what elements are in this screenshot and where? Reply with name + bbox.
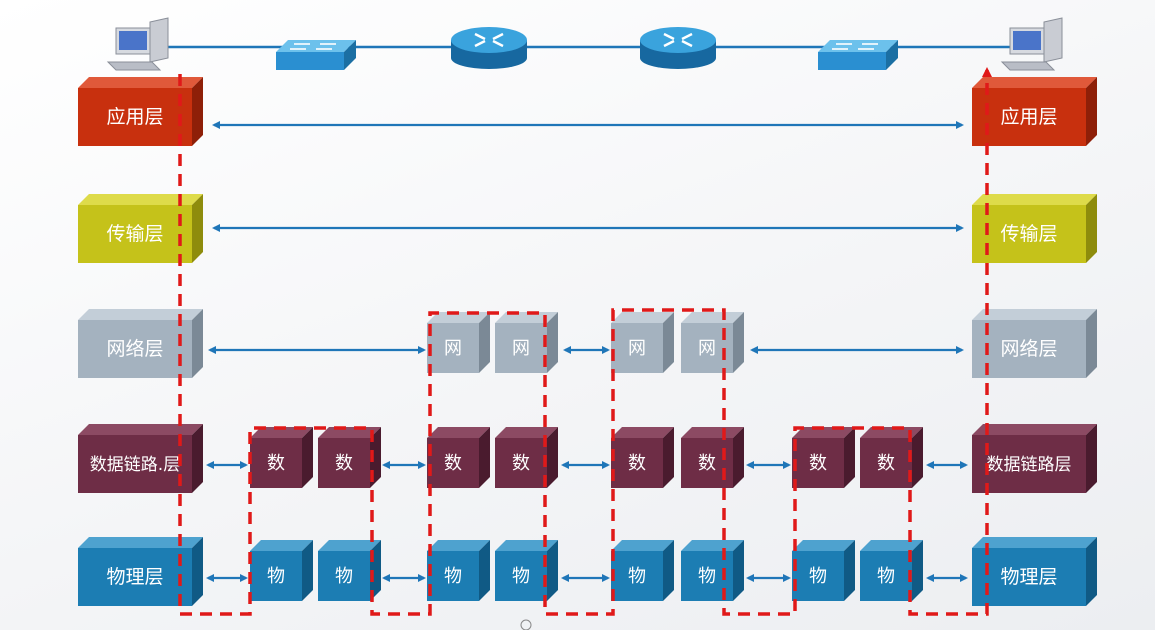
- network-block-3: 网: [427, 312, 490, 373]
- computer-right-icon: [1000, 17, 1063, 71]
- network-block-5: 网: [611, 312, 674, 373]
- switch-2-icon: [818, 40, 898, 70]
- right-app-layer-block-label: 应用层: [1000, 106, 1057, 128]
- data-path-dashed: [178, 67, 992, 616]
- datalink-block-2: 数: [318, 427, 381, 488]
- datalink-block-7-label: 数: [809, 453, 827, 474]
- datalink-block-4-label: 数: [512, 453, 530, 474]
- datalink-block-1-label: 数: [267, 453, 285, 474]
- physical-block-7: 物: [792, 540, 855, 601]
- physical-block-3-label: 物: [444, 566, 462, 587]
- left-physical-layer-block-label: 物理层: [106, 566, 163, 588]
- physical-block-6: 物: [681, 540, 744, 601]
- physical-block-8-label: 物: [877, 566, 895, 587]
- datalink-block-1: 数: [250, 427, 313, 488]
- slide-indicator-dot: [520, 619, 532, 630]
- right-network-layer-block: 网络层: [972, 309, 1097, 378]
- right-datalink-layer-block-label: 数据链路层: [987, 455, 1072, 475]
- left-transport-layer-block: 传输层: [78, 194, 203, 263]
- network-block-6: 网: [681, 312, 744, 373]
- router-2-icon: [640, 27, 716, 69]
- left-network-layer-block-label: 网络层: [106, 338, 163, 360]
- physical-block-3: 物: [427, 540, 490, 601]
- router-1-icon: [451, 27, 527, 69]
- right-network-layer-block-label: 网络层: [1000, 338, 1057, 360]
- data-path-group: [178, 67, 992, 616]
- physical-block-5: 物: [611, 540, 674, 601]
- network-block-5-label: 网: [628, 338, 646, 359]
- physical-block-5-label: 物: [628, 566, 646, 587]
- right-transport-layer-block: 传输层: [972, 194, 1097, 263]
- left-app-layer-block: 应用层: [78, 77, 203, 146]
- network-block-4: 网: [495, 312, 558, 373]
- physical-block-7-label: 物: [809, 566, 827, 587]
- datalink-block-7: 数: [792, 427, 855, 488]
- datalink-block-5-label: 数: [628, 453, 646, 474]
- physical-block-4-label: 物: [512, 566, 530, 587]
- devices-group: [106, 17, 1063, 71]
- network-block-3-label: 网: [444, 338, 462, 359]
- datalink-block-8: 数: [860, 427, 923, 488]
- datalink-block-8-label: 数: [877, 453, 895, 474]
- physical-block-1-label: 物: [267, 566, 285, 587]
- right-physical-layer-block: 物理层: [972, 537, 1097, 606]
- switch-1-icon: [276, 40, 356, 70]
- datalink-block-5: 数: [611, 427, 674, 488]
- left-physical-layer-block: 物理层: [78, 537, 203, 606]
- right-datalink-layer-block: 数据链路层: [972, 424, 1097, 493]
- datalink-block-3: 数: [427, 427, 490, 488]
- datalink-block-6-label: 数: [698, 453, 716, 474]
- physical-block-6-label: 物: [698, 566, 716, 587]
- computer-left-icon: [106, 17, 169, 71]
- physical-block-2-label: 物: [335, 566, 353, 587]
- right-transport-layer-block-label: 传输层: [1000, 223, 1057, 245]
- datalink-block-6: 数: [681, 427, 744, 488]
- left-datalink-layer-block: 数据链路.层: [78, 424, 203, 493]
- left-network-layer-block: 网络层: [78, 309, 203, 378]
- left-app-layer-block-label: 应用层: [106, 106, 163, 128]
- physical-block-2: 物: [318, 540, 381, 601]
- left-transport-layer-block-label: 传输层: [106, 223, 163, 245]
- right-physical-layer-block-label: 物理层: [1000, 566, 1057, 588]
- links-group: [160, 45, 1010, 582]
- datalink-block-3-label: 数: [444, 453, 462, 474]
- physical-block-4: 物: [495, 540, 558, 601]
- physical-block-8: 物: [860, 540, 923, 601]
- network-block-4-label: 网: [512, 338, 530, 359]
- right-app-layer-block: 应用层: [972, 77, 1097, 146]
- network-block-6-label: 网: [698, 338, 716, 359]
- datalink-block-4: 数: [495, 427, 558, 488]
- physical-block-1: 物: [250, 540, 313, 601]
- datalink-block-2-label: 数: [335, 453, 353, 474]
- left-datalink-layer-block-label: 数据链路.层: [90, 455, 180, 475]
